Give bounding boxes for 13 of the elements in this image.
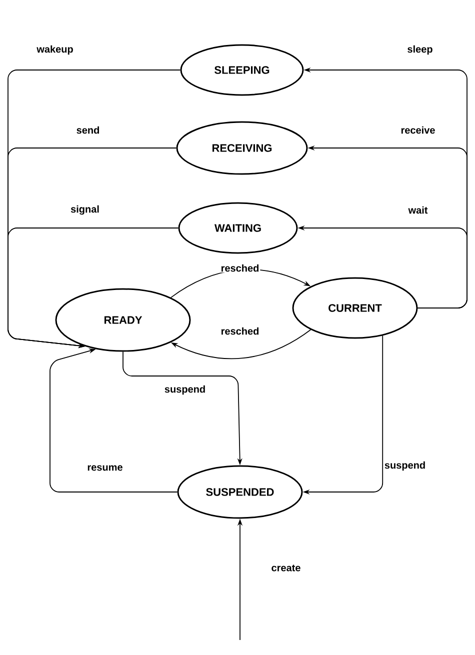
edge-label: suspend (383, 460, 427, 472)
edge-label: resume (86, 464, 124, 472)
arrow (50, 348, 178, 492)
edge-label: wakeup (36, 44, 74, 56)
edge-label: resched (220, 326, 260, 336)
edge-label: wait (407, 205, 429, 215)
edge-label: create (270, 564, 302, 572)
edge-label: send (75, 125, 101, 135)
edge-label: resched (220, 263, 260, 273)
edge-label: signal (70, 204, 100, 216)
edge-label: receive (400, 125, 436, 135)
edge-label: sleep (406, 44, 434, 56)
edge-label: suspend (163, 384, 207, 396)
